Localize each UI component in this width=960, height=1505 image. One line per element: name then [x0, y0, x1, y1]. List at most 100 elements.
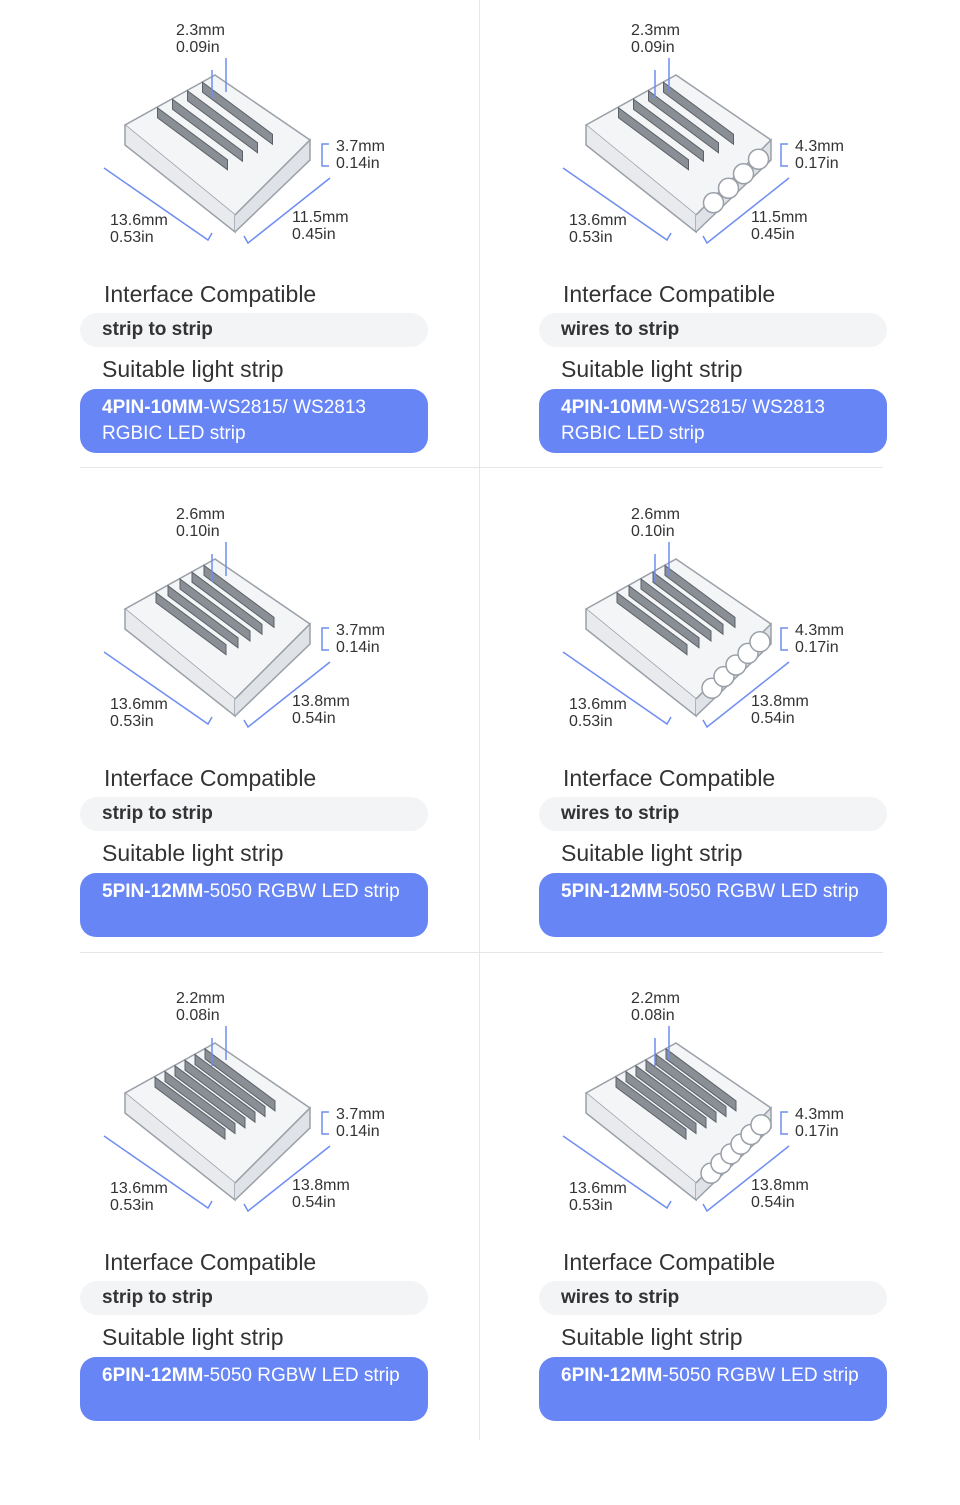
pin-contact — [179, 578, 251, 642]
dim-width-mm: 13.8mm — [751, 1177, 809, 1194]
connector-front — [234, 138, 311, 233]
dim-line-height — [780, 143, 788, 167]
dim-line-length — [562, 1135, 672, 1210]
pin-contact — [652, 571, 724, 636]
interface-value: wires to strip — [539, 313, 887, 347]
interface-heading: Interface Compatible — [563, 765, 776, 791]
row-divider — [80, 467, 883, 468]
dim-length-mm: 13.6mm — [569, 1180, 627, 1197]
connector-diagram — [562, 542, 790, 729]
dim-height-mm: 3.7mm — [336, 1106, 385, 1123]
strip-description: -5050 RGBW LED strip — [203, 881, 400, 902]
strip-type-badge: 5PIN-12MM-5050 RGBW LED strip — [80, 873, 428, 937]
pin-contact — [203, 564, 275, 629]
dim-line-height — [321, 143, 329, 167]
dim-length-in: 0.53in — [110, 1197, 154, 1214]
suitable-heading: Suitable light strip — [102, 840, 284, 866]
dim-top-mm: 2.3mm — [631, 22, 680, 39]
suitable-heading: Suitable light strip — [561, 1324, 743, 1350]
connector-diagram — [103, 1026, 331, 1213]
strip-code: 4PIN-10MM — [102, 397, 204, 418]
pin-contact — [202, 81, 273, 146]
pin-contact — [615, 1076, 687, 1141]
wire-hole — [749, 631, 771, 653]
dim-line-length — [103, 651, 213, 726]
dim-width-in: 0.54in — [292, 1194, 336, 1211]
dim-width-in: 0.45in — [751, 226, 795, 243]
pin-contact — [164, 1070, 236, 1135]
dim-width-mm: 13.8mm — [751, 693, 809, 710]
strip-type-badge: 6PIN-12MM-5050 RGBW LED strip — [80, 1357, 428, 1421]
strip-code: 6PIN-12MM — [102, 1365, 204, 1386]
dim-width-in: 0.54in — [751, 710, 795, 727]
dim-line-height — [321, 1111, 329, 1135]
pin-contact — [628, 584, 700, 649]
connector-diagram — [562, 1026, 790, 1213]
pin-contact — [635, 1064, 707, 1129]
dim-width-mm: 11.5mm — [751, 209, 808, 226]
dim-line-width — [243, 1145, 331, 1213]
dim-length-in: 0.53in — [569, 229, 613, 246]
dim-width-in: 0.45in — [292, 226, 336, 243]
dim-width-mm: 11.5mm — [292, 209, 349, 226]
dim-length-mm: 13.6mm — [110, 1180, 168, 1197]
dim-width-in: 0.54in — [292, 710, 336, 727]
dim-top-in: 0.08in — [176, 1007, 220, 1024]
interface-heading: Interface Compatible — [104, 1249, 317, 1275]
wire-hole — [732, 163, 755, 185]
interface-value: strip to strip — [80, 313, 428, 347]
interface-value: strip to strip — [80, 1281, 428, 1315]
pin-contact — [194, 1053, 266, 1118]
strip-description: -5050 RGBW LED strip — [203, 1365, 400, 1386]
pin-contact — [664, 564, 736, 629]
dim-line-length — [103, 167, 213, 242]
pin-contact — [648, 89, 719, 154]
dim-line-height — [321, 627, 329, 651]
suitable-heading: Suitable light strip — [102, 1324, 284, 1350]
dim-top-in: 0.09in — [631, 39, 675, 56]
pin-contact — [655, 1053, 727, 1118]
dim-line-top — [654, 1026, 670, 1066]
dim-line-width — [702, 177, 790, 245]
connector-front — [234, 1106, 311, 1201]
strip-type-badge: 4PIN-10MM-WS2815/ WS2813 RGBIC LED strip — [80, 389, 428, 453]
dim-top-in: 0.10in — [631, 523, 675, 540]
dim-width-in: 0.54in — [751, 1194, 795, 1211]
strip-description: -WS2815/ WS2813 RGBIC LED strip — [102, 397, 366, 444]
pin-contact — [663, 81, 734, 146]
dim-height-in: 0.14in — [336, 155, 380, 172]
strip-code: 6PIN-12MM — [561, 1365, 663, 1386]
interface-heading: Interface Compatible — [563, 1249, 776, 1275]
pin-contact — [172, 98, 243, 163]
dim-height-mm: 4.3mm — [795, 138, 844, 155]
pin-contact — [640, 578, 712, 642]
interface-heading: Interface Compatible — [563, 281, 776, 307]
wire-hole — [747, 148, 770, 170]
pin-contact — [618, 106, 689, 171]
suitable-heading: Suitable light strip — [102, 356, 284, 382]
dim-length-in: 0.53in — [569, 713, 613, 730]
dim-line-length — [562, 651, 672, 726]
dim-length-mm: 13.6mm — [569, 696, 627, 713]
dim-height-in: 0.17in — [795, 1123, 839, 1140]
interface-value: wires to strip — [539, 797, 887, 831]
interface-value: strip to strip — [80, 797, 428, 831]
strip-description: -5050 RGBW LED strip — [662, 881, 859, 902]
pin-contact — [625, 1070, 697, 1135]
strip-type-badge: 5PIN-12MM-5050 RGBW LED strip — [539, 873, 887, 937]
dim-height-in: 0.14in — [336, 639, 380, 656]
connector-diagram — [103, 58, 331, 245]
